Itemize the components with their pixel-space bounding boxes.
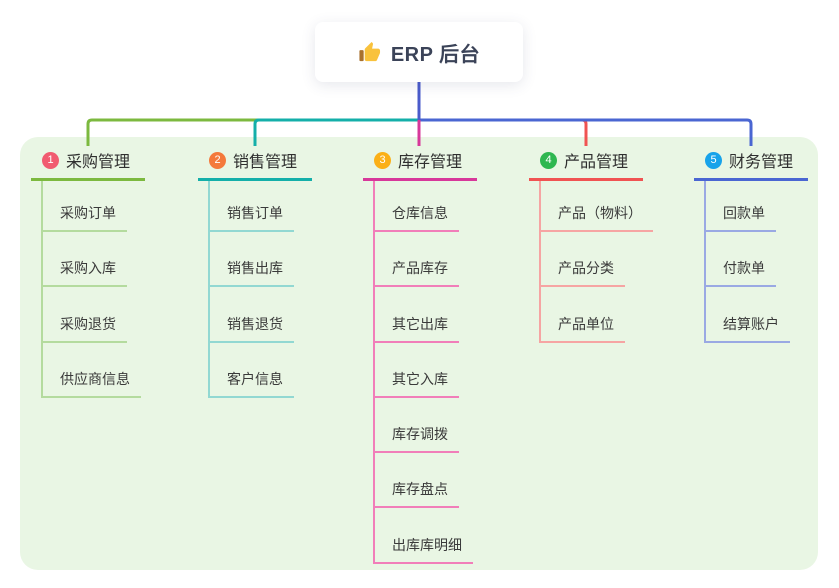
branch-node-2[interactable]: 2 销售管理 xyxy=(198,148,312,181)
branch-number-badge: 5 xyxy=(705,151,722,169)
root-node-erp[interactable]: ERP 后台 xyxy=(315,22,523,82)
child-node-label: 供应商信息 xyxy=(60,370,130,387)
child-node[interactable]: 回款单 xyxy=(706,181,776,232)
child-node[interactable]: 产品单位 xyxy=(541,287,625,343)
branch-number-badge: 4 xyxy=(540,151,557,169)
child-node[interactable]: 产品库存 xyxy=(375,232,459,288)
child-node[interactable]: 采购订单 xyxy=(43,181,127,232)
child-node-label: 回款单 xyxy=(723,205,765,221)
child-node-label: 采购入库 xyxy=(60,260,116,277)
child-node[interactable]: 产品分类 xyxy=(541,232,625,288)
branch-children: 仓库信息产品库存其它出库其它入库库存调拨库存盘点出库库明细 xyxy=(373,181,473,564)
child-node[interactable]: 采购入库 xyxy=(43,232,127,288)
child-node[interactable]: 付款单 xyxy=(706,232,776,288)
branch-children: 采购订单采购入库采购退货供应商信息 xyxy=(41,181,141,398)
branch-1: 1 采购管理采购订单采购入库采购退货供应商信息 xyxy=(31,148,151,398)
child-node-label: 产品库存 xyxy=(392,260,448,277)
child-node-label: 库存盘点 xyxy=(392,481,448,498)
child-node[interactable]: 供应商信息 xyxy=(43,343,141,398)
child-node-label: 采购退货 xyxy=(60,315,116,332)
branch-children: 回款单付款单结算账户 xyxy=(704,181,790,343)
child-node-label: 采购订单 xyxy=(60,205,116,221)
child-node-label: 出库库明细 xyxy=(392,536,462,553)
branch-number-badge: 3 xyxy=(374,151,391,169)
branch-children: 产品（物料） 产品分类产品单位 xyxy=(539,181,653,343)
child-node-label: 产品单位 xyxy=(558,315,614,332)
child-node-label: 仓库信息 xyxy=(392,205,448,221)
child-node[interactable]: 产品（物料） xyxy=(541,181,653,232)
child-node-label: 结算账户 xyxy=(723,315,779,332)
branch-node-1[interactable]: 1 采购管理 xyxy=(31,148,145,181)
child-node[interactable]: 销售退货 xyxy=(210,287,294,343)
child-node-label: 其它出库 xyxy=(392,315,448,332)
child-node-label: 产品分类 xyxy=(558,260,614,277)
branch-title: 库存管理 xyxy=(398,154,463,171)
branch-2: 2 销售管理销售订单销售出库销售退货客户信息 xyxy=(198,148,318,398)
branch-children: 销售订单销售出库销售退货客户信息 xyxy=(208,181,294,398)
branch-5: 5 财务管理回款单付款单结算账户 xyxy=(694,148,814,343)
child-node-label: 库存调拨 xyxy=(392,426,448,443)
branch-number-badge: 1 xyxy=(42,151,59,169)
child-node-label: 销售订单 xyxy=(227,205,283,221)
child-node[interactable]: 库存盘点 xyxy=(375,453,459,509)
child-node[interactable]: 出库库明细 xyxy=(375,508,473,564)
branch-title: 产品管理 xyxy=(564,154,629,171)
child-node[interactable]: 其它入库 xyxy=(375,343,459,398)
branch-node-3[interactable]: 3 库存管理 xyxy=(363,148,477,181)
child-node[interactable]: 客户信息 xyxy=(210,343,294,398)
child-node[interactable]: 其它出库 xyxy=(375,287,459,343)
child-node-label: 其它入库 xyxy=(392,370,448,387)
thumbs-up-icon xyxy=(358,41,381,64)
branch-node-5[interactable]: 5 财务管理 xyxy=(694,148,808,181)
branch-3: 3 库存管理仓库信息产品库存其它出库其它入库库存调拨库存盘点出库库明细 xyxy=(363,148,483,564)
child-node[interactable]: 仓库信息 xyxy=(375,181,459,232)
branch-title: 财务管理 xyxy=(729,154,794,171)
child-node[interactable]: 库存调拨 xyxy=(375,398,459,454)
branch-4: 4 产品管理产品（物料） 产品分类产品单位 xyxy=(529,148,653,343)
branch-title: 采购管理 xyxy=(66,154,131,171)
child-node-label: 销售退货 xyxy=(227,315,283,332)
branch-number-badge: 2 xyxy=(209,151,226,169)
branch-node-4[interactable]: 4 产品管理 xyxy=(529,148,643,181)
child-node[interactable]: 结算账户 xyxy=(706,287,790,343)
root-node-title: ERP 后台 xyxy=(390,43,481,66)
child-node[interactable]: 销售订单 xyxy=(210,181,294,232)
child-node-label: 销售出库 xyxy=(227,260,283,277)
child-node[interactable]: 采购退货 xyxy=(43,287,127,343)
branches-background-panel xyxy=(20,137,818,570)
child-node-label: 产品（物料） xyxy=(558,205,642,221)
child-node[interactable]: 销售出库 xyxy=(210,232,294,288)
child-node-label: 客户信息 xyxy=(227,370,283,387)
child-node-label: 付款单 xyxy=(723,260,765,277)
branch-title: 销售管理 xyxy=(233,154,298,171)
